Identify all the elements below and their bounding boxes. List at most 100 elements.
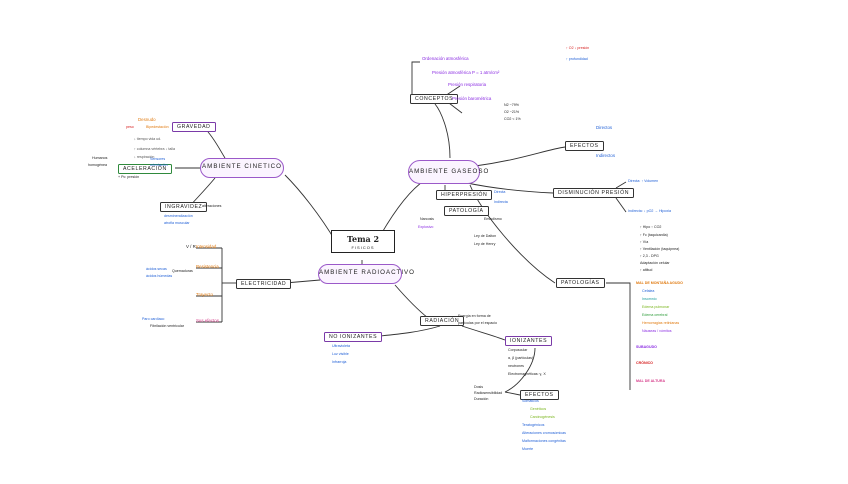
concepto-extra-4: O2 ~21%: [504, 110, 520, 114]
gravedad-note-3: ↓ respiración: [134, 155, 155, 159]
aceleracion-box: ACELERACIÓN: [118, 164, 172, 175]
radiacion-box: RADIACIÓN: [420, 316, 465, 327]
central-subtitle: FISICOS: [351, 245, 375, 250]
hiperpresion-box: HIPERPRESIÓN: [436, 190, 493, 201]
ingravidez-item-1: desmineralización: [164, 214, 193, 218]
patologia-side-1: Narcosis: [420, 217, 434, 221]
central-title: Tema 2: [346, 234, 380, 244]
acel-right-1: Sensores: [150, 157, 166, 161]
rad-efecto-6: Malformaciones congénitas: [522, 439, 566, 443]
efecto-directos: Directos: [596, 125, 613, 130]
cloud-gaseoso: AMBIENTE GASEOSO: [408, 160, 488, 184]
concepto-4: Presión barométrica: [452, 96, 492, 101]
no-ionizantes-box: NO IONIZANTES: [324, 332, 383, 343]
patologia-box: PATOLOGÍA: [444, 206, 489, 217]
no-ion-1: Ultravioleta: [332, 344, 350, 348]
ingravidez-box: INGRAVIDEZ: [160, 202, 208, 213]
ion-3: neutrones: [508, 364, 524, 368]
concepto-extra-1: ↑ O2 ↓ presión: [566, 46, 590, 50]
depresion-box: DISMINUCIÓN PRESIÓN: [553, 188, 635, 199]
radiacion-note-1: Energía en forma de: [458, 314, 491, 318]
gravedad-box: GRAVEDAD: [172, 122, 216, 133]
patologia-mal-montana: MAL DE MONTAÑA AGUDO: [636, 281, 683, 285]
elec-item-efectos: Sus efectos: [196, 318, 219, 323]
elec-sub-4: Paro cardíaco: [142, 317, 165, 321]
rad-efecto-2: Genéticos: [530, 407, 547, 411]
electricidad-box: ELECTRICIDAD: [236, 279, 292, 290]
patologia-cronico: CRÓNICO: [636, 361, 653, 365]
no-ion-3: Infrarroja: [332, 360, 347, 364]
patologias-box: PATOLOGÍAS: [556, 278, 605, 289]
concepto-extra-5: CO2 < 1%: [504, 117, 521, 121]
cloud-cinetico: AMBIENTE CINETICO: [200, 158, 284, 178]
patologia-side-3: Explosivo: [418, 225, 434, 229]
dep-note-1: ↑ Hipo ↑ CO2: [640, 225, 662, 229]
cloud-radioactivo: AMBIENTE RADIOACTIVO: [318, 264, 414, 284]
dep-note-5: ↑ 2,3 - DPG: [640, 254, 659, 258]
elec-sub-2: ácidos húmedas: [146, 274, 173, 278]
gravedad-top-2: peso: [126, 125, 134, 129]
radiacion-note-2: partículas por el espacio: [458, 321, 497, 325]
patologia-mal-altura: MAL DE ALTURA: [636, 379, 666, 383]
elec-sub-1: ácidos secas: [146, 267, 167, 271]
elec-sub-3: Quemaduras: [172, 269, 193, 273]
rad-efecto-3: Carcinogénesis: [530, 415, 555, 419]
ionizantes-box: IONIZANTES: [505, 336, 553, 347]
ion-4: Electromagnéticas: γ, X: [508, 372, 546, 376]
ingravidez-note: alteraciones: [202, 204, 222, 208]
hiper-indirecta: Indirecta: [494, 200, 508, 204]
conceptos-box: CONCEPTOS: [410, 94, 459, 105]
mal-item-1: Cefalea: [642, 289, 655, 293]
concepto-extra-2: ↑ profundidad: [566, 57, 588, 61]
ion-2: α, β (partículas): [508, 356, 534, 360]
dosis-2: Radiosensibilidad: [474, 391, 503, 395]
rad-efecto-5: Alteraciones cromosómicas: [522, 431, 566, 435]
mal-item-5: Hemorragias retinianas: [642, 321, 680, 325]
ingravidez-item-2: atrofia muscular: [164, 221, 190, 225]
ion-1: Corpuscular: [508, 348, 528, 352]
acel-left-1: Humanos: [92, 156, 108, 160]
patologia-side-2: Embolismo: [484, 217, 502, 221]
dep-note-7: ↑ altitud: [640, 268, 653, 272]
efecto-indirectos: Indirectos: [596, 153, 616, 158]
acel-left-2: homogénea: [88, 163, 107, 167]
rad-efecto-1: Somáticos: [522, 399, 539, 403]
elec-formula: V / R: [186, 244, 196, 249]
dep-note-4: ↑ Ventilación (taquipnea): [640, 247, 680, 251]
elec-sub-5: Fibrilación ventricular: [150, 324, 184, 328]
dep-note-2: ↑ Fc (taquicardia): [640, 233, 668, 237]
efectos-box: EFECTOS: [565, 141, 604, 152]
rad-efecto-4: Teratogénicos: [522, 423, 545, 427]
hiper-directa: Directa: [494, 190, 506, 194]
dosis-1: Dosis: [474, 385, 483, 389]
concepto-extra-3: N2 ~79%: [504, 103, 519, 107]
ley-henry: Ley de Henry: [474, 242, 496, 246]
gravedad-top-1: Desnudo: [138, 117, 156, 122]
no-ion-2: Luz visible: [332, 352, 349, 356]
concepto-2: Presión atmosférica P = 1 atm/cm²: [432, 70, 500, 75]
dep-directa: Directa: ↑ Volumen: [628, 179, 659, 183]
gravedad-top-3: Bipedestación: [146, 125, 169, 129]
mal-item-2: Insomnio: [642, 297, 657, 301]
rad-efecto-7: Muerte: [522, 447, 534, 451]
elec-item-intensidad: Intensidad: [196, 244, 217, 249]
concepto-1: Ordenación atmosférica: [422, 56, 469, 61]
efectos-radiacion-box: EFECTOS: [520, 390, 559, 401]
mal-item-6: Náuseas / vómitos: [642, 329, 672, 333]
acel-right-2: orientación: [150, 163, 168, 167]
gravedad-note-1: ↓ tiempo vida ud.: [134, 137, 162, 141]
gravedad-note-2: ↑ columna vértebra ↓ talla: [134, 147, 175, 151]
dep-note-6: Adaptación celular: [640, 261, 670, 265]
patologia-subagudo: SUBAGUDO: [636, 345, 657, 349]
central-topic: Tema 2 FISICOS: [331, 230, 395, 253]
dep-note-3: ↑ Vía: [640, 240, 649, 244]
dosis-3: Duración: [474, 397, 489, 401]
acel-pos: + Pc: presión: [118, 175, 140, 179]
concepto-3: Presión respiratoria: [448, 82, 487, 87]
mal-item-3: Edema pulmonar: [642, 305, 670, 309]
dep-indirecta: Indirecta: ↓ pO2 → Hipoxia: [628, 209, 671, 213]
elec-item-resistencia: Resistencia: [196, 264, 219, 269]
mal-item-4: Edema cerebral: [642, 313, 668, 317]
